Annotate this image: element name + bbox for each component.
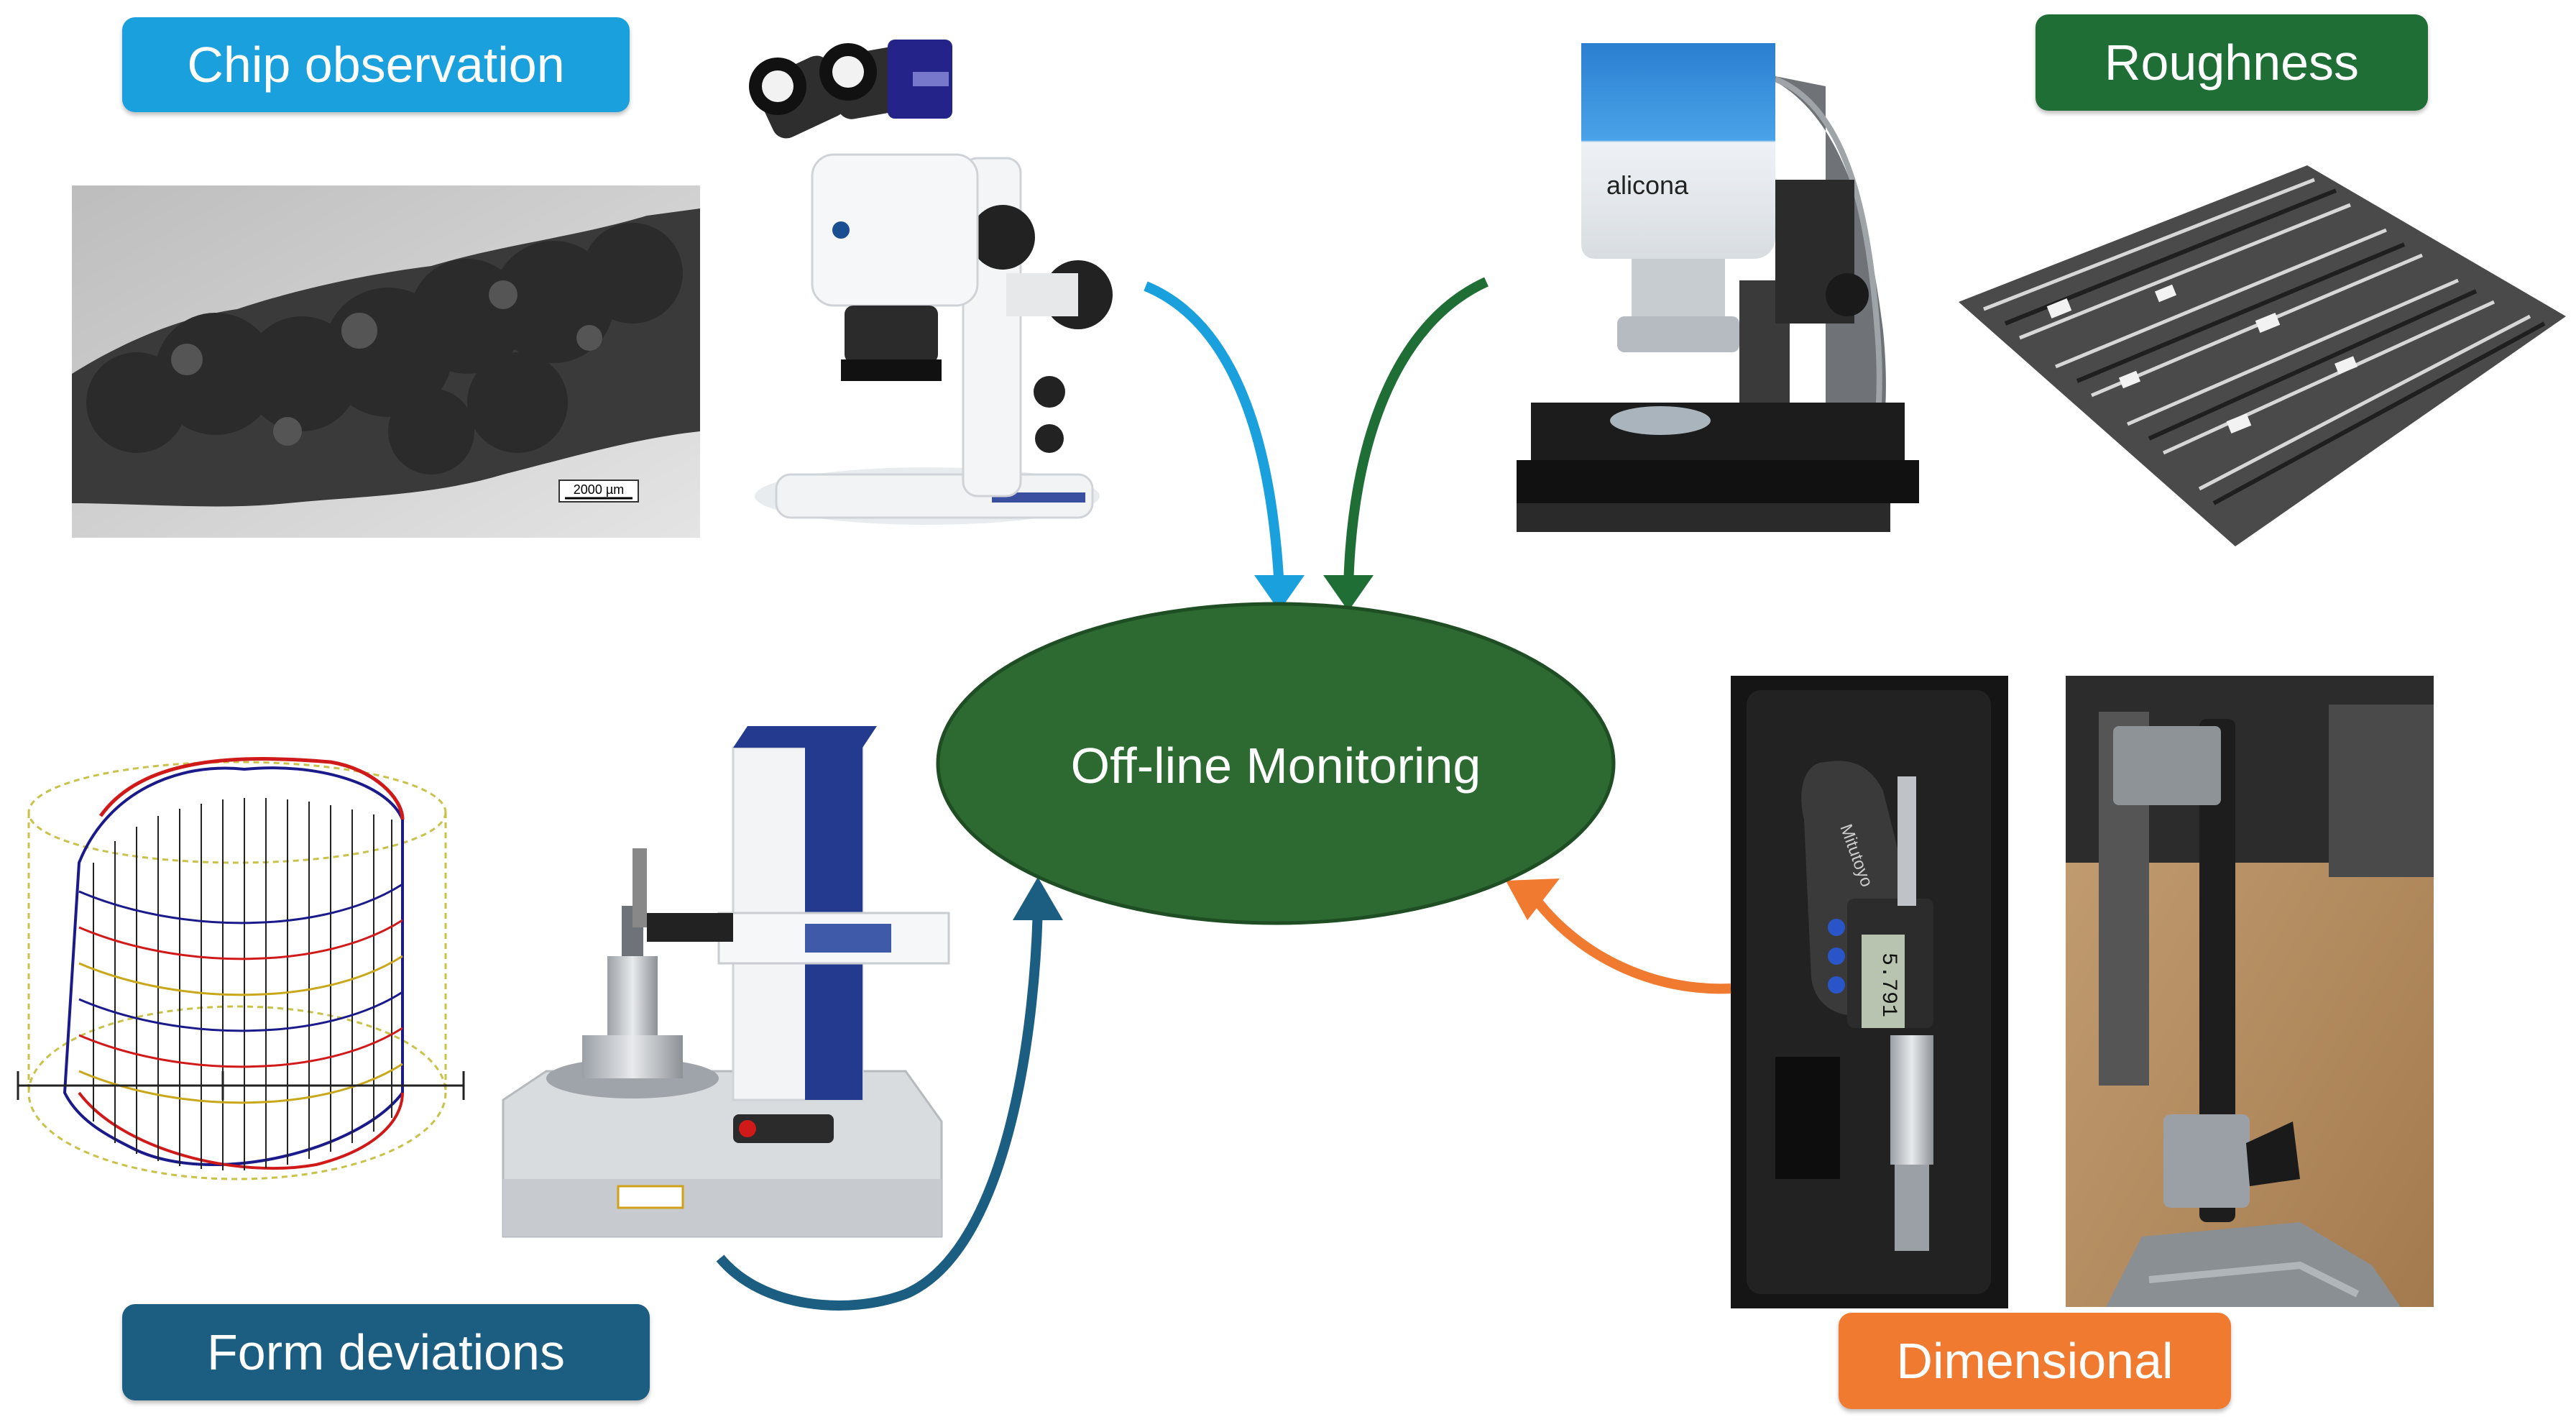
roughness-surface: [1959, 165, 2566, 546]
arrow-profilometer-head: [1323, 575, 1374, 611]
arrow-dimensional-head: [1506, 879, 1560, 920]
arrow-dimensional-to-center: [1534, 899, 1731, 994]
height-gauge-photo: [2066, 676, 2434, 1307]
chip-observation-label: Chip observation: [122, 17, 630, 112]
roughness-label: Roughness: [2036, 14, 2428, 111]
form-deviations-label: Form deviations: [122, 1304, 650, 1400]
center-title: Off-line Monitoring: [1070, 738, 1481, 794]
chip-photo: 2000 µm: [72, 185, 700, 538]
form-deviation-plot: [17, 757, 465, 1180]
arrow-tester-head: [1013, 877, 1063, 920]
arrow-profilometer-to-center: [1343, 277, 1489, 590]
profilometer: alicona: [1517, 43, 1919, 532]
alicona-logo-text: alicona: [1606, 170, 1689, 200]
micrometer-photo: 5.791 Mitutoyo: [1731, 676, 2008, 1308]
arrow-microscope-head: [1254, 575, 1305, 611]
dimensional-label: Dimensional: [1839, 1313, 2231, 1409]
scale-bar-label: 2000 µm: [574, 482, 624, 497]
arrow-microscope-to-center: [1144, 281, 1284, 590]
stereo-microscope: [749, 40, 1113, 525]
roundness-tester: [502, 726, 950, 1238]
micrometer-reading: 5.791: [1876, 953, 1900, 1017]
center-ellipse: [936, 602, 1616, 925]
arrow-tester-to-center: [716, 905, 1043, 1311]
